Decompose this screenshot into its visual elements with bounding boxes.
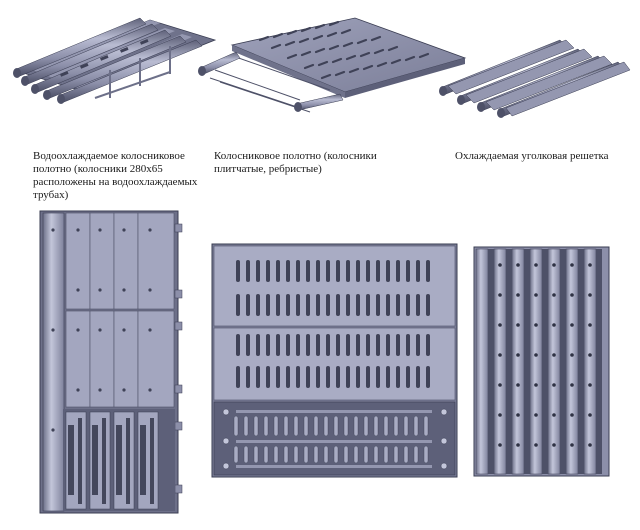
caption-water-cooled-grate: Водоохлаждаемое колосниковое полотно (ко… [33, 150, 198, 201]
caption-angle-grate: Охлаждаемая уголковая решетка [455, 150, 609, 162]
plan-grate-plate [211, 243, 458, 478]
plan-angle-grate [473, 246, 610, 477]
caption-grate-plate: Колосниковое полотно (колосники плитчаты… [214, 150, 377, 175]
plan-water-cooled-grate [39, 210, 183, 514]
iso-grate-plate [198, 17, 467, 113]
iso-angle-grate [439, 39, 631, 118]
iso-water-cooled-grate [13, 17, 217, 104]
